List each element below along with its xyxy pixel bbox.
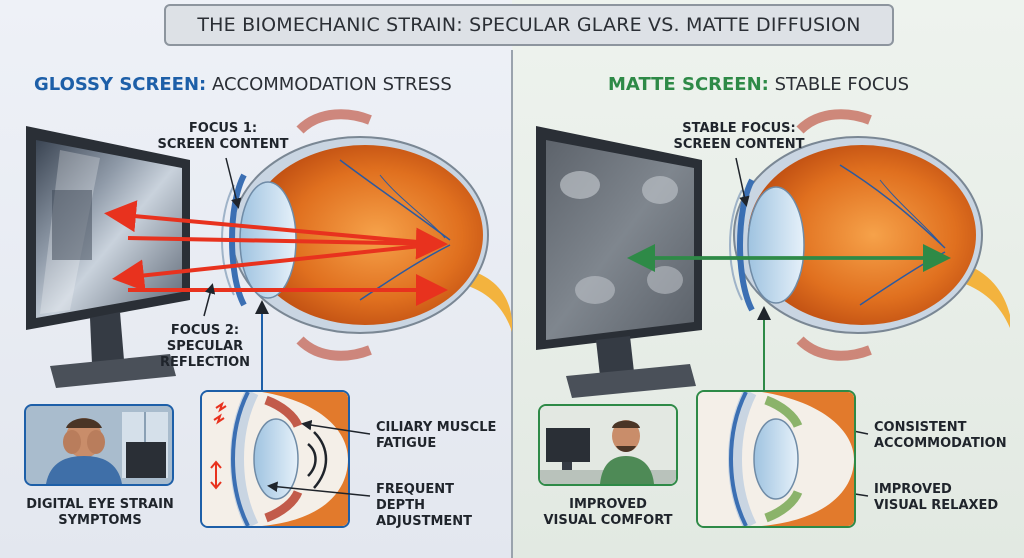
ciliary-fatigue-label: CILIARY MUSCLE FATIGUE: [376, 420, 506, 452]
visual-comfort-photo: [538, 404, 678, 486]
focus1-label: FOCUS 1: SCREEN CONTENT: [148, 121, 298, 153]
visual-comfort-caption: IMPROVED VISUAL COMFORT: [528, 497, 688, 529]
glossy-ciliary-illustration: [202, 392, 348, 526]
stable-focus-pointer: [736, 158, 746, 204]
eye-strain-illustration: [26, 406, 172, 484]
visual-relaxed-label: IMPROVED VISUAL RELAXED: [874, 482, 1020, 514]
eye-strain-caption: DIGITAL EYE STRAIN SYMPTOMS: [20, 497, 180, 529]
glossy-ciliary-detail: [200, 390, 350, 528]
stable-focus-label: STABLE FOCUS: SCREEN CONTENT: [664, 121, 814, 153]
depth-adjustment-label: FREQUENT DEPTH ADJUSTMENT: [376, 482, 506, 530]
focus2-label: FOCUS 2: SPECULAR REFLECTION: [150, 323, 260, 371]
matte-ciliary-illustration: [698, 392, 854, 526]
visual-comfort-illustration: [540, 406, 676, 484]
matte-monitor: [536, 126, 702, 398]
consistent-accommodation-label: CONSISTENT ACCOMMODATION: [874, 420, 1020, 452]
eye-strain-photo: [24, 404, 174, 486]
matte-ciliary-detail: [696, 390, 856, 528]
